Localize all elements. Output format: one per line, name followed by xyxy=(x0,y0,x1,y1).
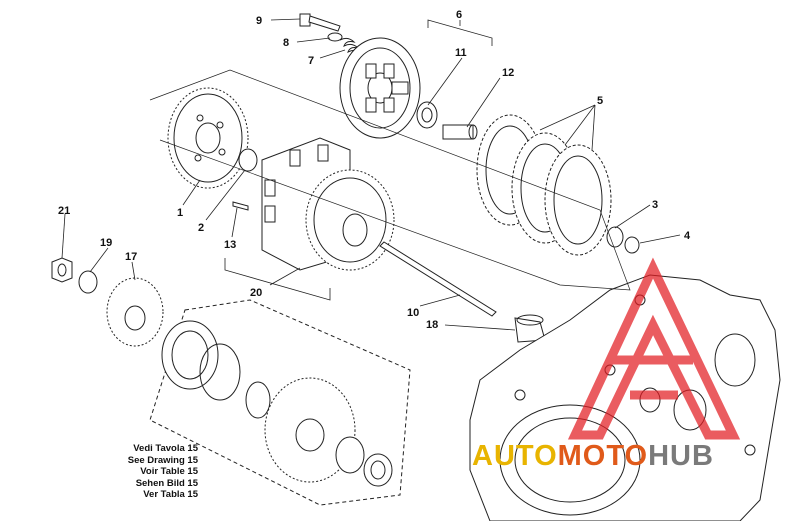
callout-6: 6 xyxy=(456,9,462,21)
part-4-lock-washer xyxy=(624,236,640,254)
callout-10: 10 xyxy=(407,307,419,319)
part-10-pushrod xyxy=(379,241,497,317)
watermark-hub: HUB xyxy=(648,440,714,472)
callout-18: 20 xyxy=(250,287,262,299)
part-9-bolt xyxy=(299,13,341,32)
callout-3: 3 xyxy=(652,199,658,211)
callout-8: 8 xyxy=(283,37,289,49)
reference-note: Vedi Tavola 15 See Drawing 15 Voir Table… xyxy=(108,443,198,501)
part-7-spring xyxy=(339,37,363,55)
assembly-frame-upper xyxy=(149,69,631,291)
watermark-logo-icon xyxy=(567,257,741,440)
watermark-text: AUTOMOTOHUB xyxy=(472,440,714,473)
reference-group-drawing-15 xyxy=(149,299,411,506)
callout-1: 1 xyxy=(177,207,183,219)
part-8-washer xyxy=(327,32,343,42)
leader-lines xyxy=(61,18,681,331)
assembly-bracket-18 xyxy=(224,258,331,301)
callout-11: 11 xyxy=(455,47,467,59)
reference-note-line: Ver Tabla 15 xyxy=(143,489,198,501)
part-17-gear xyxy=(106,277,164,347)
part-6-pressure-plate xyxy=(339,37,421,139)
crankcase xyxy=(469,274,781,521)
reference-note-line: Sehen Bild 15 xyxy=(135,477,198,489)
reference-note-line: Voir Table 15 xyxy=(140,466,198,478)
callout-13: 13 xyxy=(224,239,236,251)
part-21-nut xyxy=(51,257,73,283)
watermark-moto: MOTO xyxy=(557,440,649,472)
callout-19: 18 xyxy=(426,319,438,331)
part-20-washer xyxy=(78,270,98,294)
watermark-auto: AUTO xyxy=(472,440,558,472)
part-5-friction-plates xyxy=(476,114,612,256)
part-1-clutch-gear xyxy=(167,87,249,189)
reference-note-line: Vedi Tavola 15 xyxy=(133,443,198,454)
callout-21: 21 xyxy=(58,205,70,217)
part-2-washer xyxy=(238,148,258,172)
part-13-pin xyxy=(232,201,249,211)
reference-note-line: See Drawing 15 xyxy=(127,454,198,466)
part-3-nut xyxy=(606,226,624,248)
part-11-bearing xyxy=(416,101,438,129)
callout-7: 7 xyxy=(308,55,314,67)
callout-4: 4 xyxy=(684,230,691,242)
callout-9: 9 xyxy=(256,15,262,27)
callout-5: 5 xyxy=(597,95,603,107)
callout-12: 12 xyxy=(502,67,514,79)
assembly-bracket-6 xyxy=(427,19,493,46)
callout-20: 19 xyxy=(100,237,112,249)
callout-2: 2 xyxy=(198,222,204,234)
part-18-clutch-housing xyxy=(261,137,395,271)
part-12-pushrod-cap xyxy=(442,124,478,140)
callout-17: 17 xyxy=(125,251,137,263)
